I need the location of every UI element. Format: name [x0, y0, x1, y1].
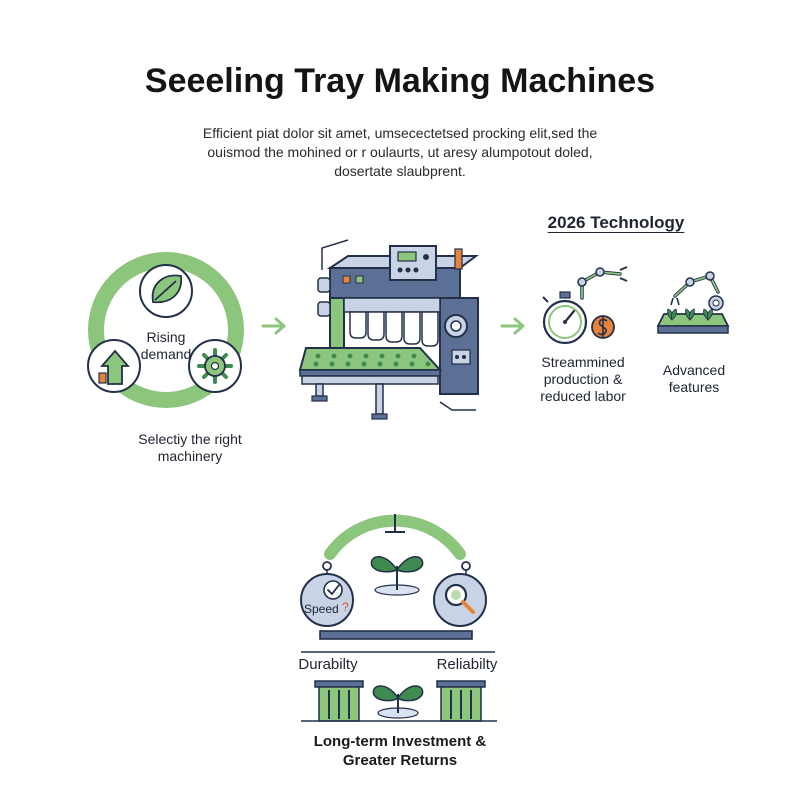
subtitle-line: dosertate slaubprent.: [334, 163, 466, 179]
cycle-ring: [88, 252, 244, 408]
technology-heading: 2026 Technology: [547, 213, 685, 232]
tech-item-line: Advanced: [662, 362, 726, 378]
flow-arrow-icon: [261, 317, 286, 335]
cycle-caption-line: machinery: [157, 448, 223, 464]
page-title: Seeeling Tray Making Machines: [144, 62, 656, 100]
tech-item-label-streamlined: Streammined production & reduced labor: [528, 354, 638, 405]
magnifier-icon: [433, 573, 487, 627]
stopwatch-robot-arm-icon: [542, 266, 628, 345]
result-line: Long-term Investment &: [313, 733, 487, 750]
cycle-diagram: [87, 252, 244, 408]
sprout-icon: [372, 685, 424, 719]
tech-item-label-advanced: Advanced features: [646, 362, 742, 396]
result-line: Greater Returns: [342, 752, 458, 769]
page-subtitle: Efficient piat dolor sit amet, umsececte…: [150, 124, 650, 181]
seedling-tray-machine-illustration: [298, 239, 479, 420]
balance-beam: [319, 630, 473, 640]
foundation-pillars: [301, 680, 497, 722]
balance-diagram: [300, 514, 495, 653]
cycle-center-line: Rising: [146, 329, 186, 345]
subtitle-line: ouismod the mohined or r oulaurts, ut ar…: [207, 144, 593, 160]
speed-check-icon: [300, 573, 354, 627]
reliability-label: Reliabilty: [436, 656, 498, 673]
speed-badge-label: Speed: [304, 602, 339, 616]
cycle-center-line: demand: [140, 346, 192, 362]
leaf-icon: [139, 264, 193, 318]
cycle-caption-line: Selectiy the right: [138, 431, 242, 447]
planting-robot-tray-icon: [656, 271, 730, 334]
tech-item-line: features: [668, 379, 720, 395]
cycle-center-label: Rising demand: [116, 329, 216, 363]
gear-wrench-icon: [188, 339, 242, 393]
durability-label: Durabilty: [298, 656, 358, 673]
tech-item-line: Streammined: [541, 354, 625, 370]
speed-badge-mark: ?: [342, 600, 349, 614]
subtitle-line: Efficient piat dolor sit amet, umsececte…: [202, 125, 598, 141]
tech-item-line: production &: [543, 371, 623, 387]
flow-arrow-icon: [500, 317, 525, 335]
cycle-caption: Selectiy the right machinery: [120, 431, 260, 465]
result-caption: Long-term Investment & Greater Returns: [270, 732, 530, 770]
tech-item-line: reduced labor: [540, 388, 626, 404]
sprout-icon: [370, 556, 424, 596]
growth-arrow-icon: [87, 339, 141, 393]
